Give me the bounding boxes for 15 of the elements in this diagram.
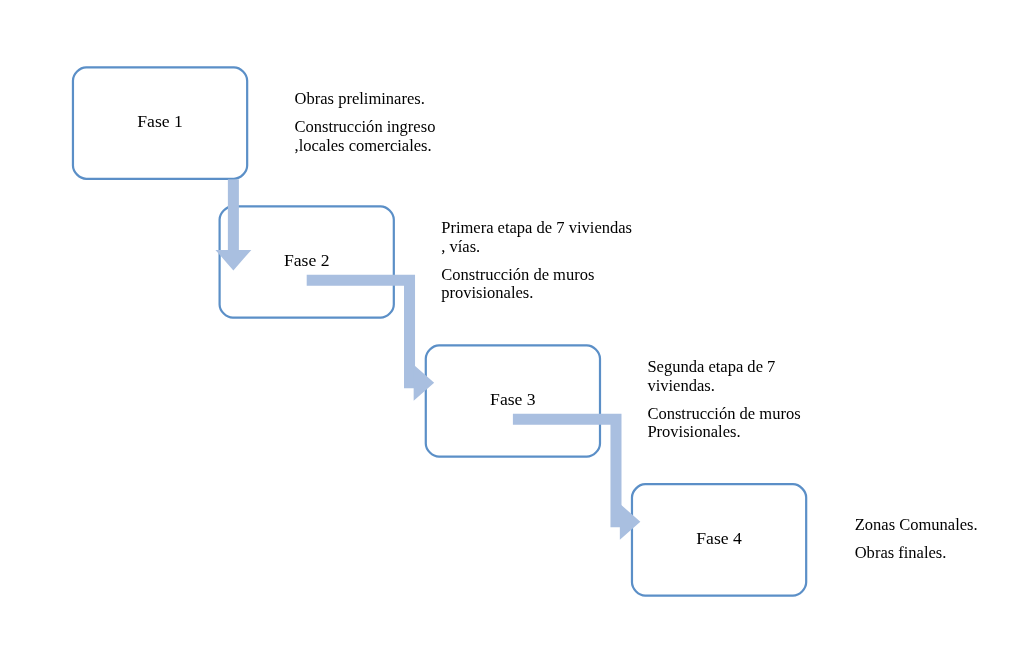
arrow bbox=[512, 413, 640, 540]
node-label: Zonas Comunales. bbox=[854, 514, 978, 534]
node-label: Segunda etapa de 7 viviendas. bbox=[646, 357, 775, 396]
node-box: Fase 2 bbox=[218, 205, 395, 319]
node-label: Construcción de muros provisionales. bbox=[440, 264, 594, 303]
node-label: Construcción ingreso ,locales comerciales. bbox=[294, 116, 435, 155]
arrow bbox=[306, 274, 434, 401]
node-box: Fase 1 bbox=[71, 66, 248, 180]
node-label: Obras finales. bbox=[854, 542, 946, 562]
arrow bbox=[214, 179, 251, 271]
node-label: Construcción de muros Provisionales. bbox=[646, 403, 801, 442]
node-label: Obras preliminares. bbox=[294, 89, 425, 109]
node-box: Fase 4 bbox=[630, 483, 807, 597]
node-label: Primera etapa de 7 viviendas , vías. bbox=[440, 218, 632, 257]
node-box: Fase 3 bbox=[424, 344, 601, 458]
